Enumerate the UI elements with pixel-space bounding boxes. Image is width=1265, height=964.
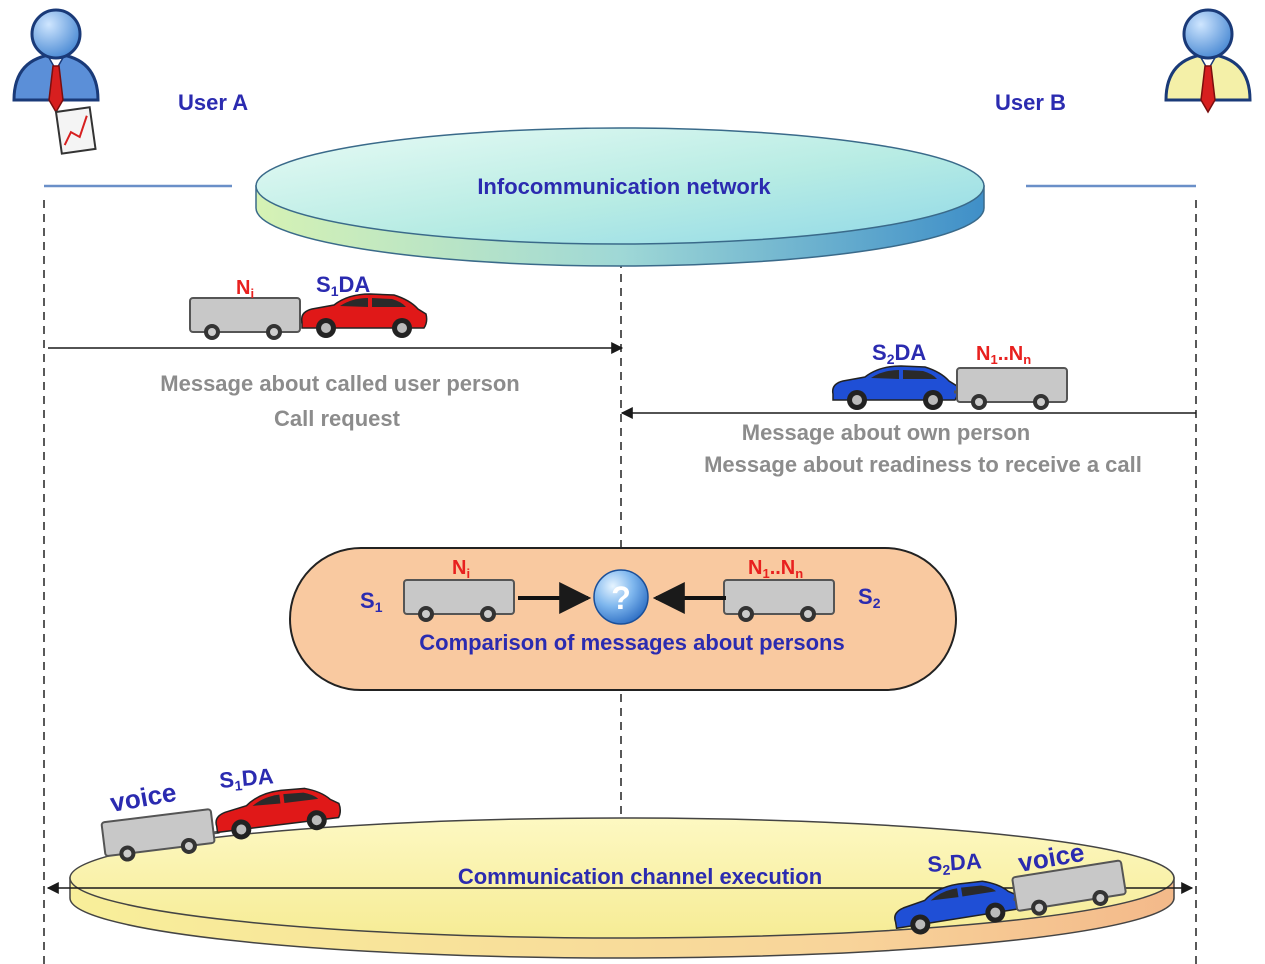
user-b-icon <box>1164 8 1252 114</box>
red-car-icon <box>300 293 428 339</box>
message-b-vehicle-label: S2DA <box>872 340 926 367</box>
message-b-cargo-label: N1..Nn <box>976 343 1031 367</box>
user-a-label: User A <box>178 90 248 115</box>
channel-label: Communication channel execution <box>458 864 822 889</box>
channel-right-vehicle-label: S2DA <box>927 848 983 879</box>
comparison-right-cargo-label: N1..Nn <box>748 557 803 581</box>
message-a-line1: Message about called user person <box>160 371 519 396</box>
message-a-vehicle-label: S1DA <box>316 272 370 299</box>
question-mark-icon: ? <box>593 569 649 625</box>
svg-text:?: ? <box>611 580 631 616</box>
trailer-icon <box>956 367 1068 411</box>
message-a-cargo-label: Ni <box>236 277 254 301</box>
channel-disc <box>69 817 1175 959</box>
message-b-vehicle <box>831 365 1068 411</box>
trailer-icon <box>189 297 301 341</box>
user-b-label: User B <box>995 90 1066 115</box>
channel-left-cargo-label: voice <box>108 777 179 818</box>
network-label: Infocommunication network <box>477 174 771 199</box>
network-disc <box>255 127 985 267</box>
comparison-caption: Comparison of messages about persons <box>419 630 844 655</box>
blue-car-icon <box>831 365 959 411</box>
message-a-line2: Call request <box>274 406 401 431</box>
channel-left-vehicle-label: S1DA <box>218 763 275 795</box>
message-a-vehicle <box>189 293 428 341</box>
comparison-left-cargo-label: Ni <box>452 557 470 581</box>
comparison-s2-label: S2 <box>858 584 881 611</box>
channel-right-vehicle <box>890 859 1129 939</box>
message-b-line1: Message about own person <box>742 420 1031 445</box>
message-b-line2: Message about readiness to receive a cal… <box>704 452 1142 477</box>
user-a-icon <box>12 8 100 155</box>
channel-left-vehicle <box>100 782 344 866</box>
comparison-s1-label: S1 <box>360 588 383 615</box>
